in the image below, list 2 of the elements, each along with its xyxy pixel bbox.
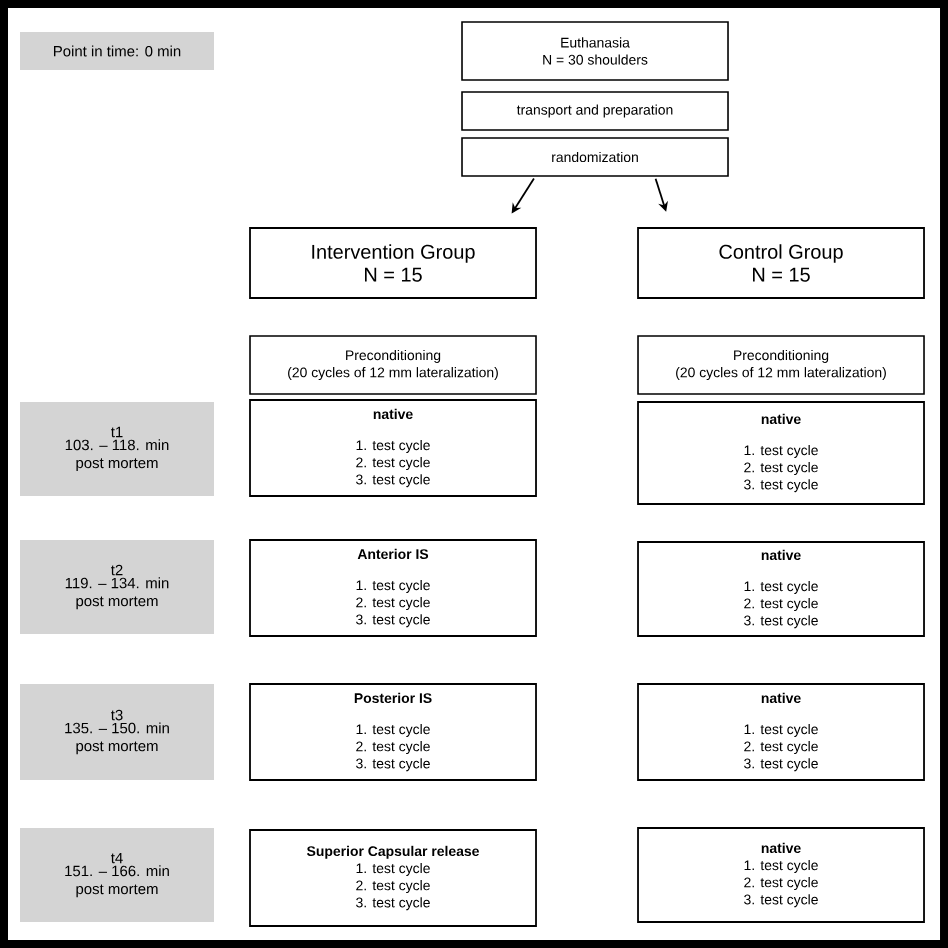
group-box: Control Group N = 15 [637,227,925,299]
group-box: Intervention Group N = 15 [249,227,537,299]
